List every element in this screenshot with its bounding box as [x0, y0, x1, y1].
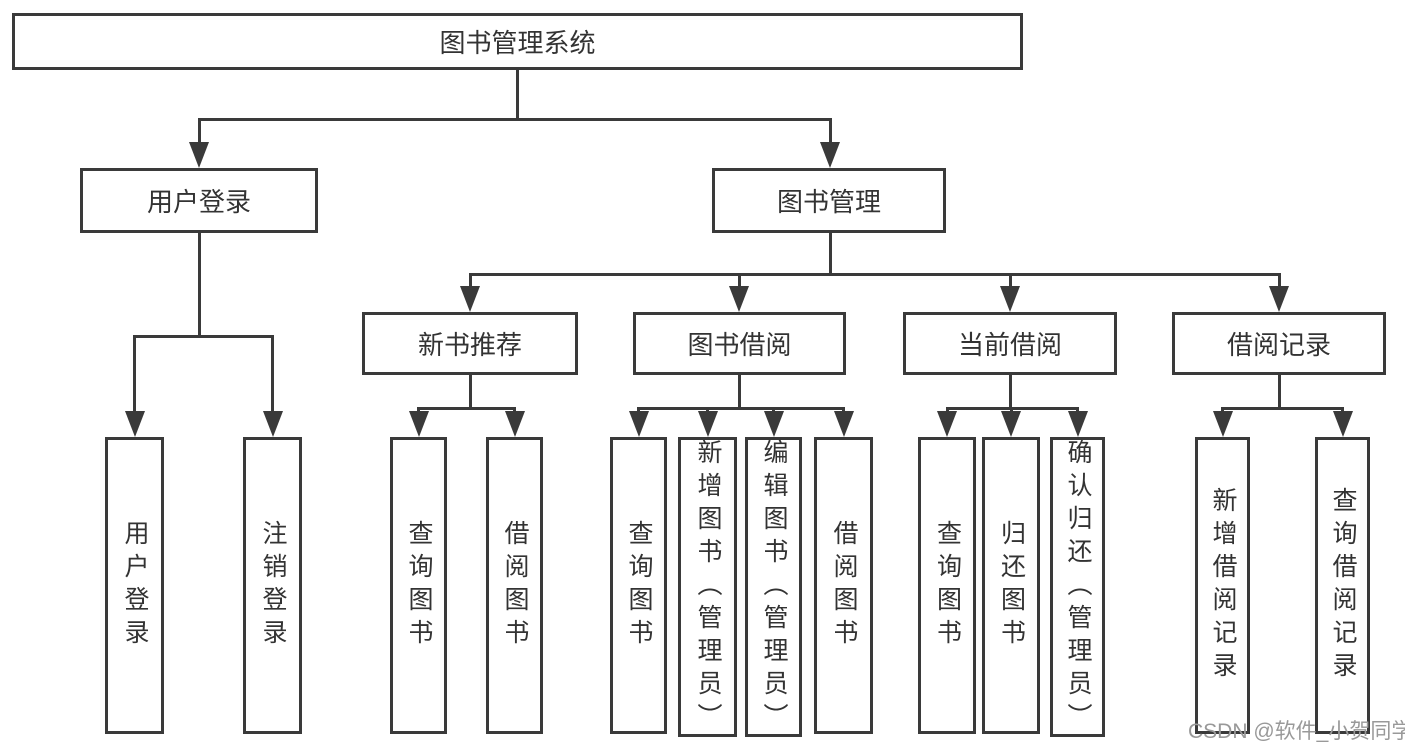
arrow-down-icon	[262, 411, 283, 437]
leaf-record-query-borrow-record: 查询借阅记录	[1315, 437, 1370, 734]
arrow-down-icon	[763, 411, 784, 437]
connector-stem	[197, 233, 201, 338]
connector-bar	[637, 407, 845, 410]
leaf-borrow-edit-books-admin-label: 编辑图书（管理员）	[760, 438, 788, 736]
arrow-down-icon	[1001, 411, 1021, 437]
connector-stem	[1008, 375, 1012, 410]
arrow-down-icon	[124, 411, 145, 437]
leaf-user-login-label: 用户登录	[121, 519, 149, 652]
arrow-down-icon	[820, 142, 840, 168]
leaf-rec-borrow-books-label: 借阅图书	[501, 519, 529, 652]
leaf-borrow-add-books-admin: 新增图书（管理员）	[678, 437, 737, 737]
connector-bar	[417, 407, 516, 410]
leaf-borrow-edit-books-admin: 编辑图书（管理员）	[745, 437, 802, 737]
arrow-down-icon	[833, 411, 854, 437]
leaf-user-login: 用户登录	[105, 437, 164, 734]
arrow-down-icon	[460, 286, 480, 312]
leaf-current-confirm-return-admin: 确认归还（管理员）	[1050, 437, 1105, 737]
connector-arrow-line	[828, 118, 832, 160]
connector-bar	[133, 335, 274, 338]
arrow-down-icon	[504, 411, 525, 437]
leaf-record-add-borrow-record: 新增借阅记录	[1195, 437, 1250, 734]
leaf-record-add-borrow-record-label: 新增借阅记录	[1209, 486, 1237, 685]
connector-stem	[468, 375, 472, 410]
arrow-down-icon	[1067, 411, 1088, 437]
connector-bar	[1221, 407, 1344, 410]
arrow-down-icon	[189, 142, 209, 168]
arrow-down-icon	[697, 411, 718, 437]
leaf-logout-label: 注销登录	[259, 519, 287, 652]
csdn-watermark: CSDN @软件_小贺同学	[1188, 720, 1405, 743]
leaf-borrow-add-books-admin-label: 新增图书（管理员）	[694, 438, 722, 736]
connector-stem	[828, 233, 832, 276]
leaf-current-confirm-return-admin-label: 确认归还（管理员）	[1064, 438, 1092, 736]
leaf-borrow-borrow-books: 借阅图书	[814, 437, 873, 734]
leaf-record-query-borrow-record-label: 查询借阅记录	[1329, 486, 1357, 685]
arrow-down-icon	[1212, 411, 1233, 437]
leaf-borrow-query-books-label: 查询图书	[625, 519, 653, 652]
node-current-borrowing: 当前借阅	[903, 312, 1117, 375]
arrow-down-icon	[408, 411, 429, 437]
arrow-down-icon	[1269, 286, 1289, 312]
arrow-down-icon	[1332, 411, 1353, 437]
leaf-current-return-books-label: 归还图书	[997, 519, 1026, 652]
arrow-down-icon	[937, 411, 957, 437]
arrow-down-icon	[1000, 286, 1020, 312]
leaf-rec-query-books-label: 查询图书	[405, 519, 433, 652]
leaf-current-query-books: 查询图书	[918, 437, 976, 734]
leaf-rec-borrow-books: 借阅图书	[486, 437, 543, 734]
arrow-down-icon	[628, 411, 649, 437]
connector-arrow-line	[271, 335, 274, 429]
connector-stem	[1277, 375, 1281, 410]
leaf-borrow-query-books: 查询图书	[610, 437, 667, 734]
connector-bar	[197, 118, 832, 121]
node-root-book-management-system: 图书管理系统	[12, 13, 1023, 70]
arrow-down-icon	[729, 286, 749, 312]
connector-bar	[468, 273, 1281, 276]
leaf-current-return-books: 归还图书	[982, 437, 1040, 734]
connector-arrow-line	[197, 118, 201, 160]
leaf-current-query-books-label: 查询图书	[933, 519, 962, 652]
leaf-logout: 注销登录	[243, 437, 302, 734]
node-book-borrowing: 图书借阅	[633, 312, 846, 375]
connector-stem	[516, 70, 519, 121]
connector-arrow-line	[133, 335, 136, 429]
node-borrowing-records: 借阅记录	[1172, 312, 1386, 375]
node-book-management: 图书管理	[712, 168, 946, 233]
leaf-rec-query-books: 查询图书	[390, 437, 447, 734]
leaf-borrow-borrow-books-label: 借阅图书	[830, 519, 858, 652]
node-user-login: 用户登录	[80, 168, 318, 233]
connector-stem	[737, 375, 741, 410]
node-new-book-recommendation: 新书推荐	[362, 312, 578, 375]
